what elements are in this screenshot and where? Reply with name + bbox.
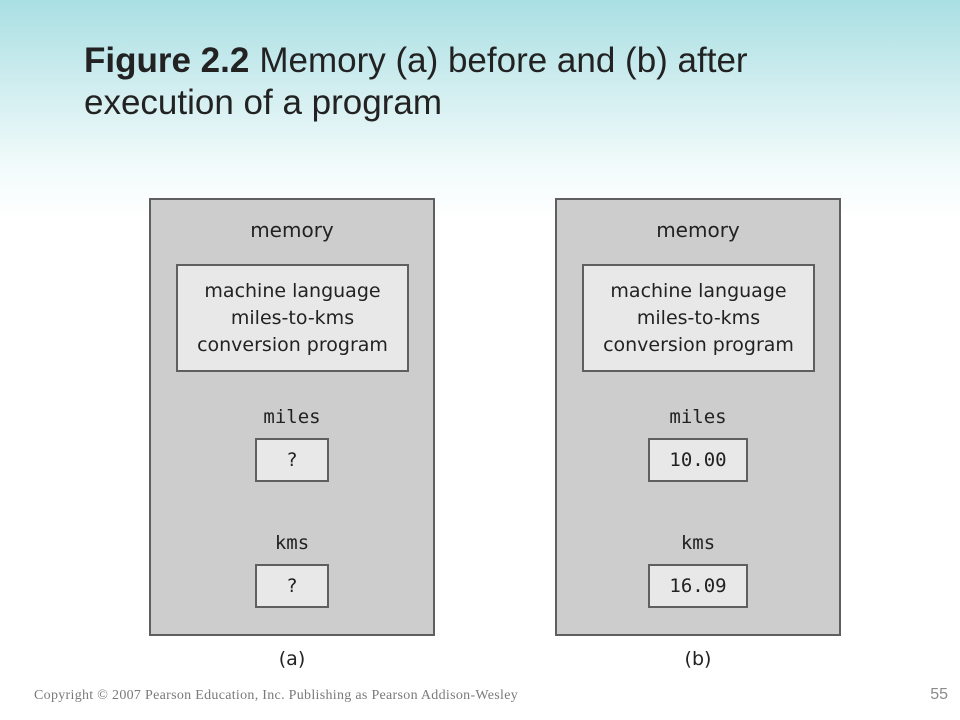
- memory-panel-after: memory machine language miles-to-kms con…: [555, 198, 841, 636]
- program-line: conversion program: [603, 333, 794, 356]
- memory-label: memory: [656, 218, 740, 242]
- program-line: machine language: [204, 279, 381, 302]
- kms-value-box: ?: [255, 564, 329, 608]
- caption-after: (b): [684, 648, 712, 670]
- program-box: machine language miles-to-kms conversion…: [582, 264, 815, 372]
- memory-panel-before: memory machine language miles-to-kms con…: [149, 198, 435, 636]
- page-number: 55: [930, 686, 948, 703]
- kms-value-box: 16.09: [648, 564, 748, 608]
- miles-label: miles: [669, 406, 727, 428]
- caption-before: (a): [278, 648, 306, 670]
- figure-number: Figure 2.2: [84, 41, 250, 80]
- program-line: conversion program: [197, 333, 388, 356]
- program-line: miles-to-kms: [636, 306, 761, 329]
- miles-label: miles: [263, 406, 321, 428]
- copyright-notice: Copyright © 2007 Pearson Education, Inc.…: [34, 688, 519, 703]
- program-line: machine language: [610, 279, 787, 302]
- miles-value-box: ?: [255, 438, 329, 482]
- program-line: miles-to-kms: [230, 306, 355, 329]
- kms-label: kms: [680, 532, 716, 554]
- miles-value-box: 10.00: [648, 438, 748, 482]
- kms-label: kms: [274, 532, 310, 554]
- figure-title-text: Memory (a) before and (b) after executio…: [84, 41, 748, 122]
- program-box: machine language miles-to-kms conversion…: [176, 264, 409, 372]
- memory-label: memory: [250, 218, 334, 242]
